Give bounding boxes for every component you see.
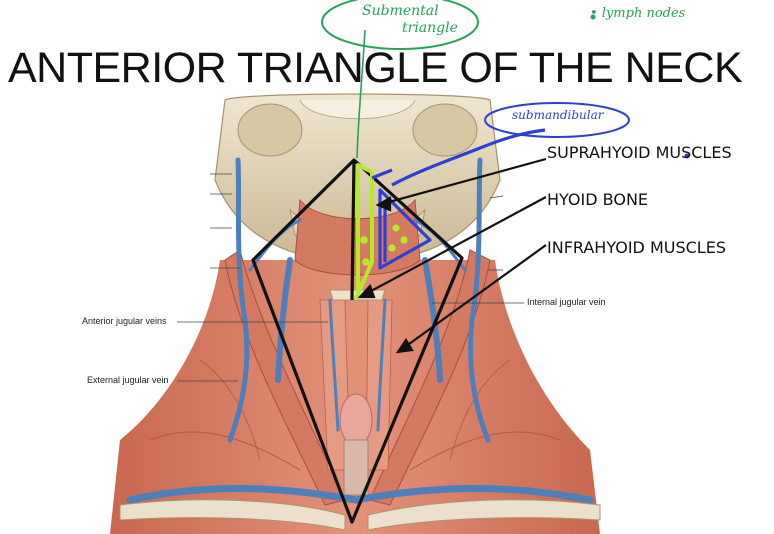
veins (126, 157, 594, 504)
neck-body (110, 249, 600, 534)
infrahyoid-muscles-label: INFRAHYOID MUSCLES (547, 238, 726, 257)
submandibular-annotation (484, 102, 690, 159)
submandibular-highlight (371, 128, 546, 270)
slide-title: ANTERIOR TRIANGLE OF THE NECK (8, 44, 743, 92)
submental-annotation (321, 0, 596, 159)
submental-annotation-line1: Submental (362, 3, 439, 19)
submental-annotation-line2: triangle (402, 20, 458, 36)
submandibular-annotation-text: submandibular (512, 108, 604, 122)
hyoid-bone-label: HYOID BONE (547, 190, 649, 209)
internal-jugular-vein-label: Internal jugular vein (527, 297, 606, 307)
anterior-jugular-veins-label: Anterior jugular veins (82, 316, 167, 326)
lymph-nodes-annotation: • lymph nodes (590, 6, 686, 21)
label-pointers (357, 157, 547, 354)
submental-highlight (354, 163, 408, 300)
label-leader-lines (177, 173, 524, 382)
external-jugular-vein-label: External jugular vein (87, 375, 169, 385)
suprahyoid-muscles-label: SUPRAHYOID MUSCLES (547, 143, 732, 162)
clavicles (119, 499, 601, 531)
anterior-triangle-outline (251, 158, 464, 524)
